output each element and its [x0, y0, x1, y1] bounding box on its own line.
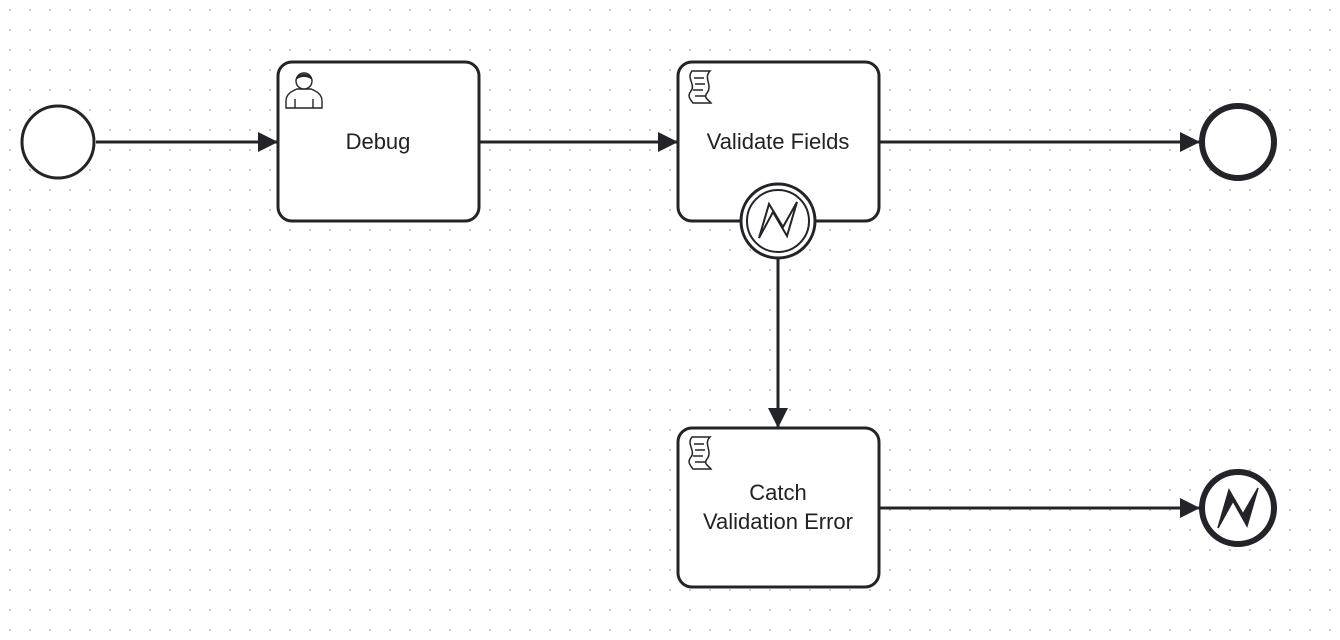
task-validate-fields[interactable]: Validate Fields — [676, 60, 881, 223]
task-debug-label: Debug — [346, 129, 411, 154]
error-icon — [758, 201, 798, 239]
error-icon — [1217, 487, 1259, 529]
start-event[interactable] — [20, 104, 96, 180]
end-event[interactable] — [1199, 103, 1277, 181]
task-catch-validation-error[interactable]: Catch Validation Error — [676, 426, 881, 589]
script-icon — [688, 70, 713, 104]
user-icon — [285, 72, 323, 109]
error-end-event[interactable] — [1199, 469, 1277, 547]
task-debug[interactable]: Debug — [276, 60, 481, 223]
boundary-error-event[interactable] — [739, 182, 817, 260]
task-catch-label-line1: Catch — [749, 480, 806, 505]
script-icon — [688, 436, 713, 470]
task-validate-fields-label: Validate Fields — [707, 129, 850, 154]
task-catch-label-line2: Validation Error — [703, 509, 853, 534]
